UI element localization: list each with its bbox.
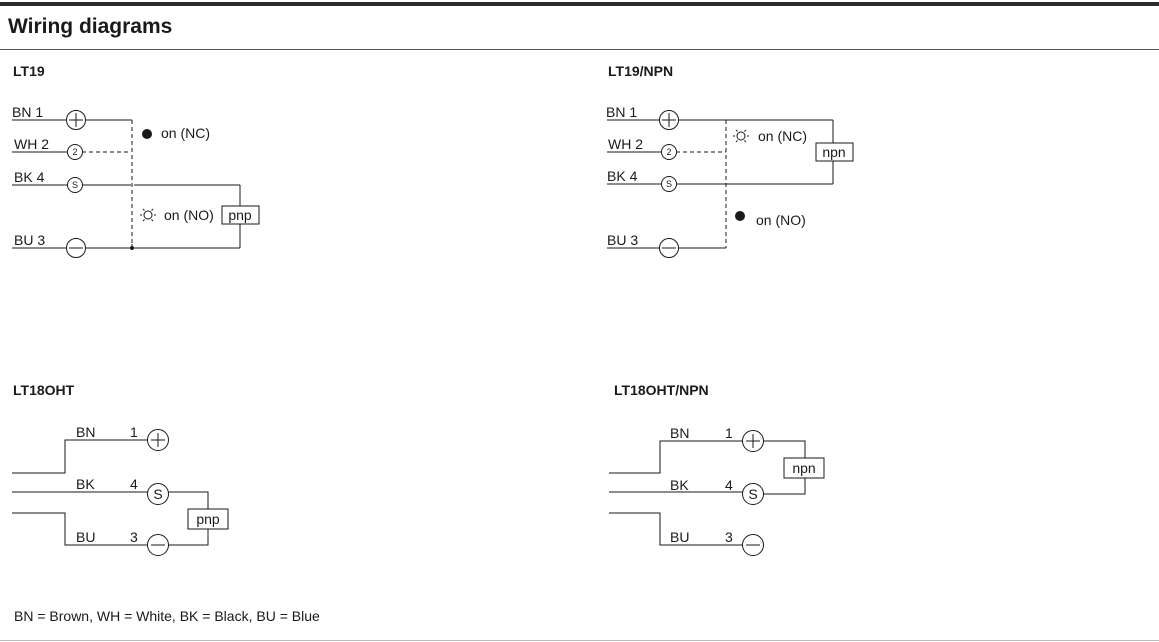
wire-label-bn: BN 1 <box>12 104 43 120</box>
wire-label-bk: BK 4 <box>607 168 638 184</box>
wire-label-bu: BU 3 <box>14 232 45 248</box>
pin-number-bu: 3 <box>725 529 733 545</box>
terminal-2 <box>67 144 83 160</box>
minus-terminal <box>659 238 679 258</box>
bn-cable <box>12 439 148 474</box>
plus-terminal <box>742 430 764 452</box>
junction-dot <box>130 246 134 250</box>
minus-terminal <box>742 534 764 556</box>
bu-cable <box>609 512 743 546</box>
wire-label-wh: WH 2 <box>608 136 643 152</box>
led-on-icon <box>735 211 745 221</box>
diagram-title-lt19: LT19 <box>13 63 45 79</box>
plus-terminal <box>66 110 86 130</box>
pin-number-bn: 1 <box>725 425 733 441</box>
diagram-title-lt18oht: LT18OHT <box>13 382 75 398</box>
output-type-label: pnp <box>196 511 220 527</box>
pin-label-s: S <box>666 179 672 189</box>
minus-terminal <box>66 238 86 258</box>
pin-number-bu: 3 <box>130 529 138 545</box>
pin-label-2: 2 <box>72 147 77 157</box>
wire-label-bu: BU <box>670 529 689 545</box>
terminal-s <box>147 483 169 505</box>
terminal-s <box>742 483 764 505</box>
lt19-diagram: BN 1 WH 2 BK 4 BU 3 2 S on (NC) on (NO) … <box>12 104 260 258</box>
minus-terminal <box>147 534 169 556</box>
pin-number-bk: 4 <box>130 476 138 492</box>
color-legend: BN = Brown, WH = White, BK = Black, BU =… <box>14 608 320 624</box>
lt19-npn-diagram: BN 1 WH 2 BK 4 BU 3 2 S on (NC) on (NO) … <box>606 104 854 258</box>
pin-label-s: S <box>72 180 78 190</box>
output-type-label: npn <box>792 460 815 476</box>
pin-number-bn: 1 <box>130 424 138 440</box>
wire-label-bu: BU <box>76 529 95 545</box>
pin-number-bk: 4 <box>725 477 733 493</box>
bottom-divider <box>0 640 1159 641</box>
state-no-label: on (NO) <box>164 207 214 223</box>
state-nc-label: on (NC) <box>758 128 807 144</box>
led-off-icon <box>140 208 156 222</box>
output-box <box>815 142 854 162</box>
output-box <box>783 457 825 479</box>
terminal-s <box>67 177 83 193</box>
wire-label-bk: BK <box>76 476 95 492</box>
pin-label-2: 2 <box>666 147 671 157</box>
wire-label-wh: WH 2 <box>14 136 49 152</box>
terminal-2 <box>661 144 677 160</box>
wire-label-bk: BK <box>670 477 689 493</box>
output-box <box>187 508 229 530</box>
output-type-label: pnp <box>228 207 252 223</box>
output-box <box>221 205 260 225</box>
output-type-label: npn <box>822 144 845 160</box>
plus-terminal <box>659 110 679 130</box>
bn-cable <box>609 440 743 474</box>
lt18oht-npn-diagram: BN BK BU 1 4 3 S npn <box>609 425 825 556</box>
wire-label-bn: BN <box>670 425 689 441</box>
page-title: Wiring diagrams <box>8 15 173 38</box>
title-divider <box>0 49 1159 50</box>
diagram-title-lt19-npn: LT19/NPN <box>608 63 674 79</box>
pin-label-s: S <box>748 486 757 502</box>
top-border <box>0 2 1159 6</box>
pin-label-s: S <box>153 486 162 502</box>
lt18oht-diagram: BN BK BU 1 4 3 S pnp <box>12 424 229 556</box>
led-on-icon <box>142 129 152 139</box>
bu-cable <box>12 512 148 546</box>
terminal-s <box>661 176 677 192</box>
state-no-label: on (NO) <box>756 212 806 228</box>
state-nc-label: on (NC) <box>161 125 210 141</box>
wire-label-bu: BU 3 <box>607 232 638 248</box>
diagram-title-lt18oht-npn: LT18OHT/NPN <box>614 382 709 398</box>
led-off-icon <box>733 129 749 143</box>
wire-label-bn: BN 1 <box>606 104 637 120</box>
wire-label-bn: BN <box>76 424 95 440</box>
plus-terminal <box>147 429 169 451</box>
wire-label-bk: BK 4 <box>14 169 45 185</box>
